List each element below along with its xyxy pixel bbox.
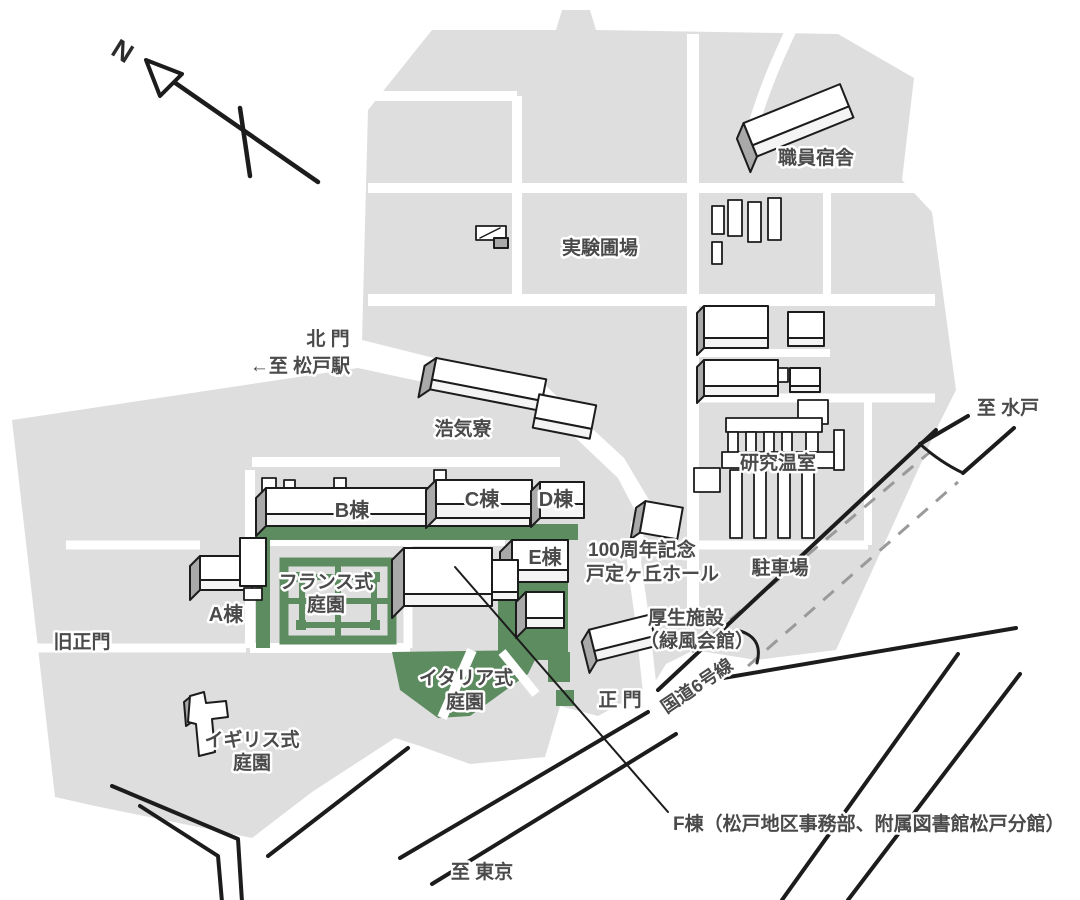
- building-cluster-north: [711, 197, 782, 265]
- label-old-main-gate: 旧正門: [53, 631, 110, 653]
- compass-n-label: N: [106, 33, 138, 69]
- compass: N: [106, 33, 321, 185]
- label-welfare-2: （緑風会館）: [640, 629, 754, 652]
- label-building-b: B棟: [335, 498, 370, 522]
- building-east-row3: [696, 359, 821, 404]
- building-staff-dormitory: [735, 83, 855, 174]
- label-research-greenhouse: 研究温室: [740, 451, 816, 474]
- label-memorial-hall-2: 戸定ヶ丘ホール: [586, 562, 719, 585]
- label-english-garden-1: イギリス式: [204, 728, 299, 751]
- label-welfare-1: 厚生施設: [648, 606, 725, 629]
- building-f: [391, 547, 519, 619]
- label-building-f-note: F棟（松戸地区事務部、附属図書館松戸分館）: [673, 812, 1065, 835]
- green-strip-buildings: [256, 524, 578, 540]
- label-italian-garden-1: イタリア式: [419, 666, 513, 689]
- italian-garden: [392, 647, 574, 721]
- building-a: [189, 537, 267, 601]
- building-field-shed: [475, 225, 509, 249]
- building-english-garden: [183, 691, 229, 757]
- label-building-d: D棟: [539, 487, 574, 511]
- label-parking: 駐車場: [751, 556, 808, 579]
- label-french-garden-1: フランス式: [279, 570, 374, 593]
- label-building-e: E棟: [528, 545, 562, 569]
- label-koki-dormitory: 浩気寮: [434, 417, 492, 440]
- building-c: [425, 469, 533, 529]
- label-north-gate: 北 門: [306, 328, 349, 350]
- outer-roads: [110, 414, 1022, 900]
- label-building-c: C棟: [465, 487, 500, 511]
- label-english-garden-2: 庭園: [233, 751, 271, 774]
- label-building-a: A棟: [209, 602, 244, 626]
- label-main-gate: 正 門: [598, 689, 641, 711]
- building-welfare: [580, 613, 658, 674]
- building-research-greenhouse: [693, 399, 845, 539]
- f-building-leader-line: [454, 566, 669, 813]
- label-to-matsudo: ←至 松戸駅: [250, 354, 351, 377]
- label-to-mito: 至 水戸: [977, 397, 1039, 419]
- label-experimental-field: 実験圃場: [562, 236, 638, 259]
- building-koki-dormitory: [417, 356, 598, 440]
- building-d: [530, 481, 585, 528]
- building-east-row2: [696, 305, 825, 356]
- label-memorial-hall-1: 100周年記念: [588, 538, 696, 561]
- label-route6: 国道6号線: [657, 654, 737, 717]
- label-italian-garden-2: 庭園: [446, 690, 484, 713]
- label-french-garden-2: 庭園: [307, 593, 345, 616]
- campus-roads: [20, 25, 935, 693]
- label-to-tokyo: 至 東京: [451, 860, 513, 883]
- building-memorial-hall: [629, 500, 684, 541]
- label-staff-dormitory: 職員宿舎: [778, 146, 855, 169]
